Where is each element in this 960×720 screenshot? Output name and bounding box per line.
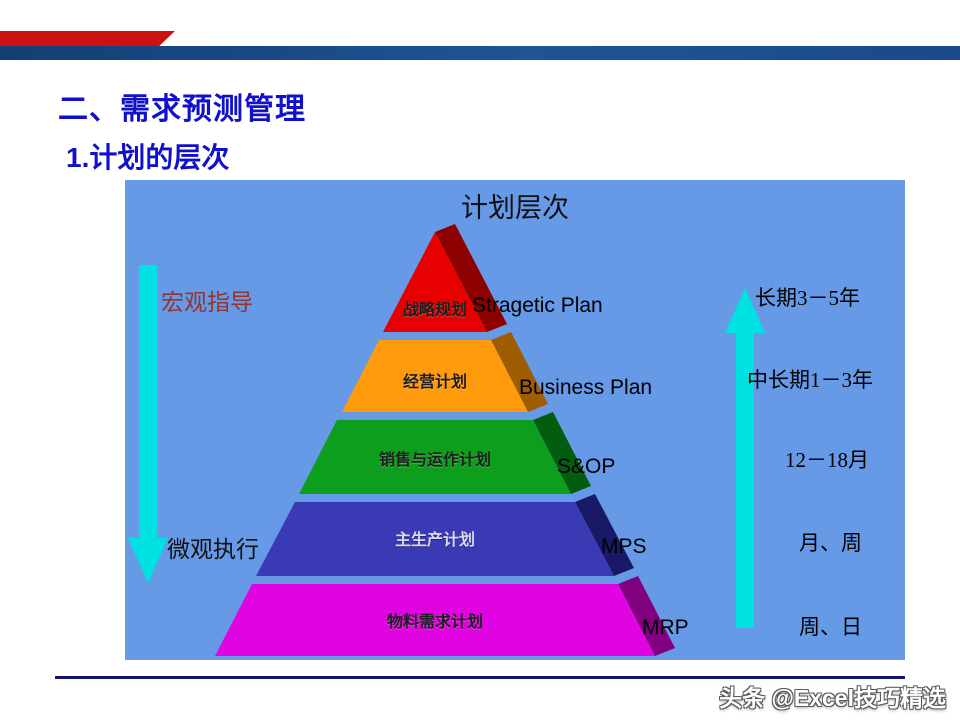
pyramid-level-5-label: 物料需求计划 (386, 614, 483, 631)
pyramid-level-1-face (383, 232, 487, 332)
pyramid-level-1-en-label: Stragetic Plan (472, 294, 603, 317)
pyramid-level-3-en-label: S&OP (557, 455, 616, 478)
pyramid-level-4-face (256, 502, 614, 576)
diagram-title: 计划层次 (461, 193, 569, 223)
pyramid-level-3-label: 销售与运作计划 (378, 452, 491, 469)
pyramid-level-3-face (299, 420, 571, 494)
pyramid-level-5-face (215, 584, 655, 656)
diagram-panel: 计划层次 战略规划 经营计划 销售与运作计划 主生产计划 物料需求计划 Stra… (125, 180, 905, 660)
pyramid-level-4-label: 主生产计划 (394, 532, 475, 549)
pyramid-level-4-en-label: MPS (601, 535, 647, 558)
header-blue-bar (0, 46, 960, 60)
up-arrow-icon (725, 288, 765, 628)
watermark: 头条 @Excel技巧精选 (719, 685, 946, 711)
page-subtitle: 1.计划的层次 (66, 142, 230, 173)
pyramid-level-2-label: 经营计划 (402, 374, 467, 391)
duration-level-1: 长期3－5年 (755, 286, 860, 310)
macro-guidance-label: 宏观指导 (161, 290, 253, 315)
header-red-bar (0, 31, 175, 46)
bottom-divider (55, 676, 905, 679)
duration-level-5: 周、日 (799, 615, 862, 639)
pyramid-level-2-en-label: Business Plan (519, 376, 653, 399)
duration-level-3: 12－18月 (785, 448, 869, 472)
pyramid-level-2-side (491, 332, 548, 412)
page-title: 二、需求预测管理 (58, 93, 306, 126)
down-arrow-icon (128, 265, 168, 583)
pyramid-level-1-side (435, 224, 507, 332)
pyramid-level-3-side (533, 412, 591, 494)
pyramid-diagram (128, 224, 765, 656)
pyramid-level-2-face (342, 340, 528, 412)
pyramid-level-1-label: 战略规划 (402, 302, 467, 319)
pyramid-level-5-side (618, 576, 675, 656)
duration-level-2: 中长期1－3年 (747, 368, 873, 392)
micro-execution-label: 微观执行 (167, 537, 259, 562)
duration-level-4: 月、周 (799, 531, 862, 555)
pyramid-level-4-side (575, 494, 634, 576)
pyramid-level-5-en-label: MRP (642, 616, 689, 639)
